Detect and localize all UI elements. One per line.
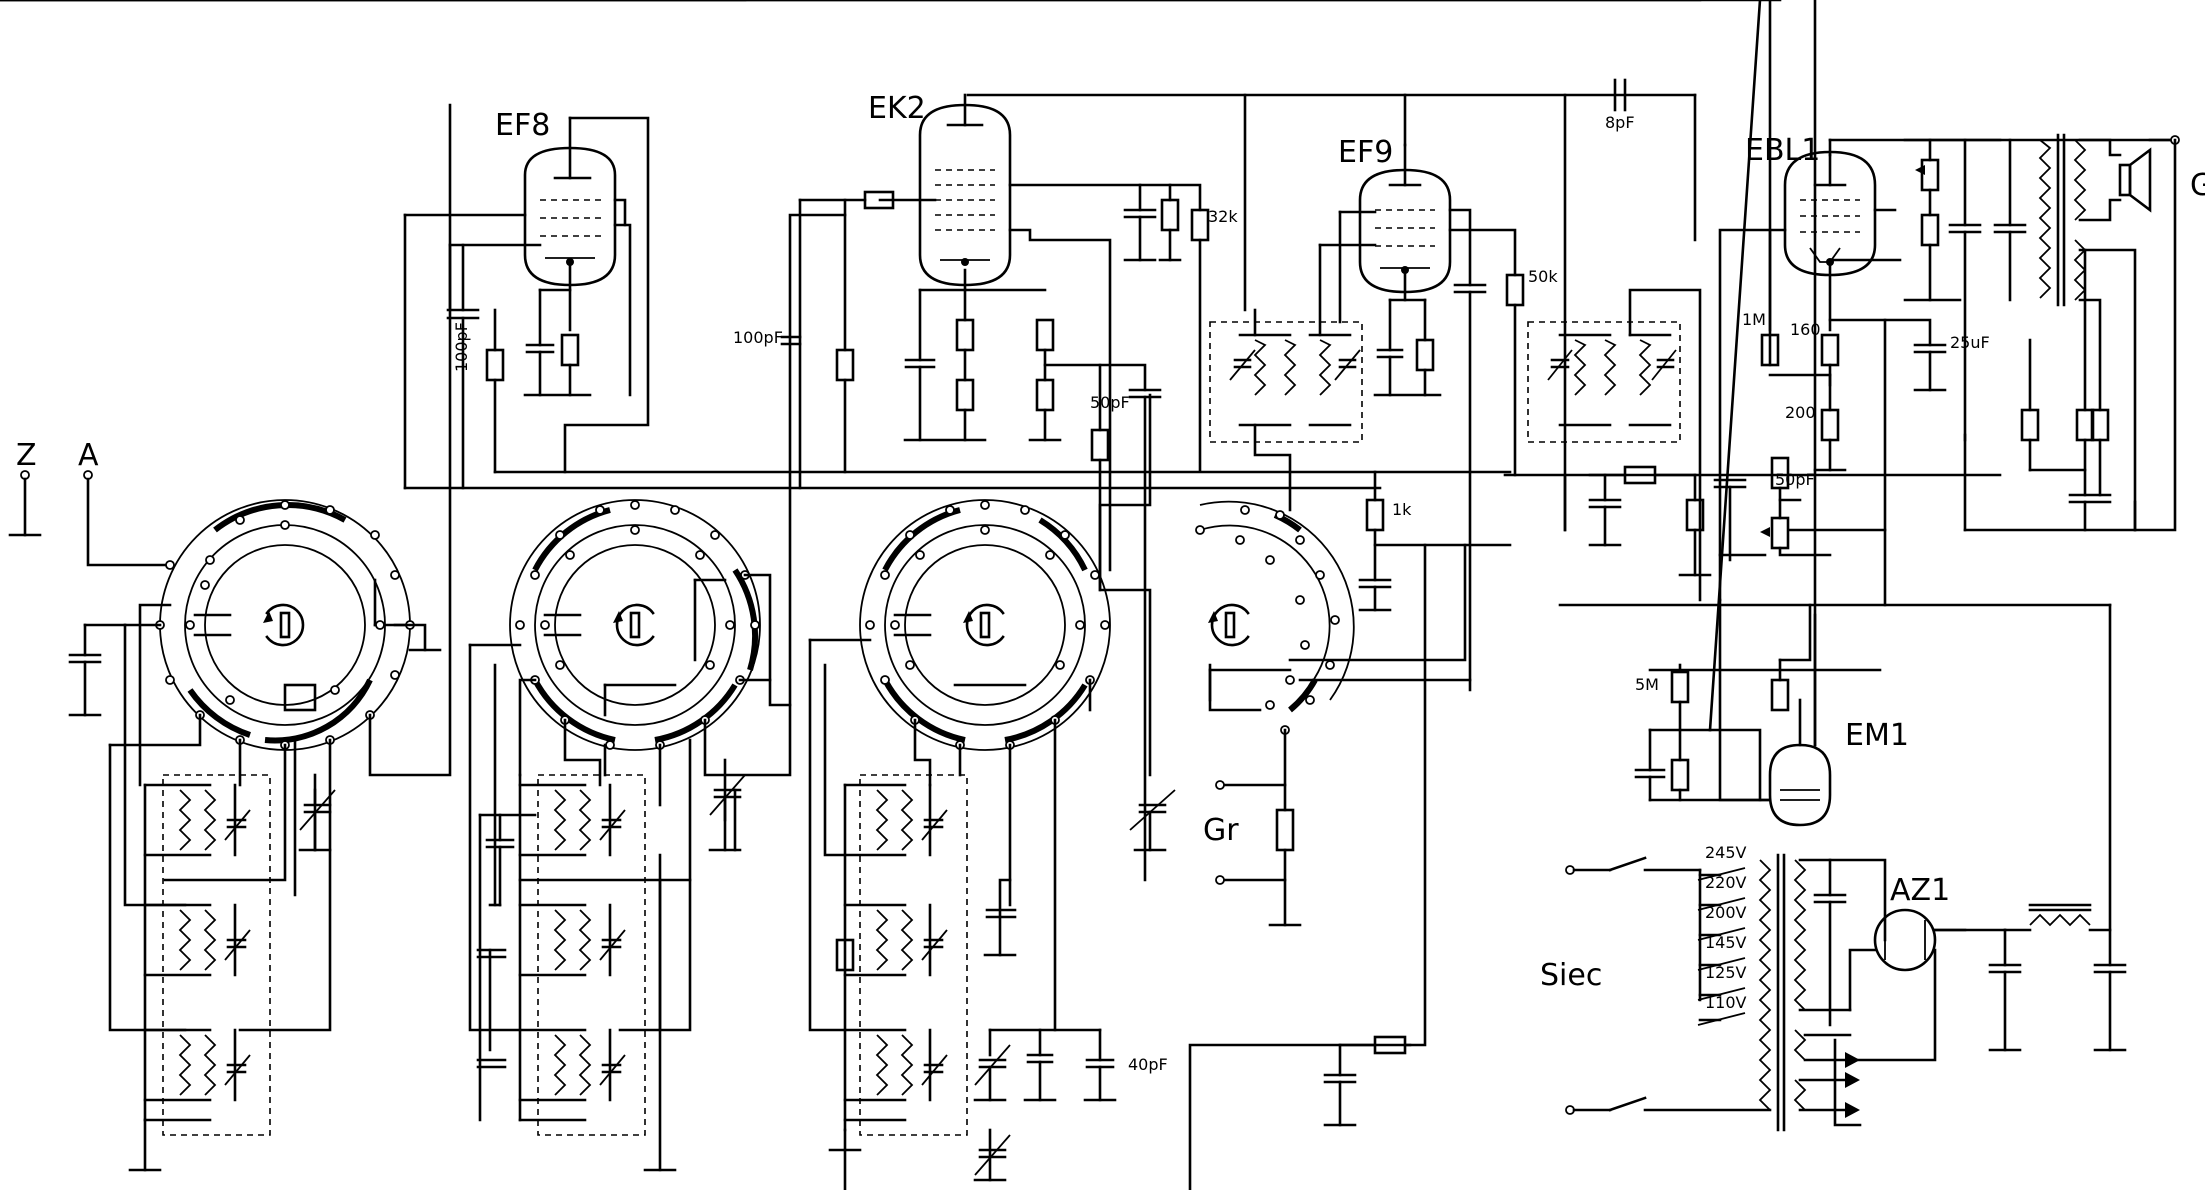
speaker-label: Gl [2190, 168, 2205, 203]
res-1k-label: 1k [1392, 500, 1412, 519]
output-stage [1903, 133, 2180, 532]
tube-ef8 [403, 116, 650, 490]
coil-bank-antenna [68, 103, 452, 1172]
power-supply [0, 0, 2127, 1132]
res-160-label: 160 [1790, 320, 1821, 339]
if-transformer-2 [1527, 288, 1702, 602]
tube-ef9 [1318, 143, 1525, 692]
band-switch-3-contacts [865, 500, 1110, 750]
if-transformer-1 [1209, 308, 1363, 512]
cap-8pf-label: 8pF [1605, 113, 1635, 132]
cap-50pf-ebl1-label: 50pF [1775, 470, 1815, 489]
tube-em1-label: EM1 [1845, 718, 1909, 753]
mains-tap-labels: 245V 220V 200V 145V 125V 110V [1705, 843, 1747, 1012]
coil-bank-rf [0, 0, 847, 1172]
tube-ef9-label: EF9 [1338, 135, 1393, 170]
cap-40pf-label: 40pF [1128, 1055, 1168, 1074]
tube-ek2 [798, 93, 1247, 882]
antenna-terminal-label: A [78, 438, 99, 473]
tube-ebl1 [1718, 0, 2002, 607]
cap-100pf-ef8-label: 100pF [452, 322, 471, 372]
band-switch-2-contacts [515, 500, 760, 750]
mains-tap-145v: 145V [1705, 933, 1747, 952]
res-200-label: 200 [1785, 403, 1816, 422]
earth-terminal-label: Z [16, 438, 37, 473]
res-1m-label: 1M [1742, 310, 1766, 329]
res-5m-label: 5M [1635, 675, 1659, 694]
bus-wires [403, 93, 2112, 607]
detector-network [1563, 456, 1887, 577]
cap-100pf-ek2-label: 100pF [733, 328, 783, 347]
res-50k-label: 50k [1528, 267, 1558, 286]
cap-50pf-ek2-label: 50pF [1090, 393, 1130, 412]
tuning-capacitors [313, 393, 1176, 852]
gramophone-input [1208, 543, 1472, 927]
tube-ek2-label: EK2 [868, 91, 926, 126]
coil-bank-osc [808, 543, 1427, 1190]
mains-tap-125v: 125V [1705, 963, 1747, 982]
res-32k-label: 32k [1208, 207, 1238, 226]
tube-em1 [0, 0, 1882, 827]
tube-ebl1-label: EBL1 [1745, 133, 1820, 168]
cap-8pf [1613, 78, 1627, 112]
mains-tap-245v: 245V [1705, 843, 1747, 862]
mains-tap-110v: 110V [1705, 993, 1747, 1012]
res-1k [1358, 470, 1512, 612]
mains-label: Siec [1540, 958, 1602, 993]
band-switch-1-contacts [155, 500, 415, 750]
gramophone-label: Gr [1203, 813, 1239, 848]
antenna-terminals [8, 470, 172, 567]
cap-25uf-label: 25uF [1950, 333, 1990, 352]
band-switch-4-contacts [1195, 505, 1340, 735]
tube-az1-label: AZ1 [1890, 873, 1950, 908]
mains-tap-200v: 200V [1705, 903, 1747, 922]
tube-ef8-label: EF8 [495, 108, 550, 143]
mains-tap-220v: 220V [1705, 873, 1747, 892]
